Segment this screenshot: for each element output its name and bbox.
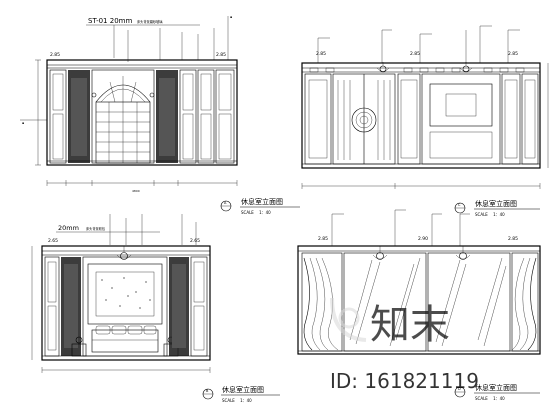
drawing-scale-b: SCALE 1：40 xyxy=(222,398,252,403)
dim-right-a: 2.85 xyxy=(216,52,226,58)
watermark: 知末 ID: 161821119 xyxy=(330,297,479,393)
drawing-number-c: C xyxy=(458,203,461,207)
callout-small-b: 床头背景软包 xyxy=(86,226,106,231)
callout-main-b: 20mm xyxy=(58,224,79,232)
chandelier-icon xyxy=(376,62,390,73)
bed xyxy=(91,325,159,353)
elevation-b: 20mm 床头背景软包 2.65 2.65 xyxy=(31,214,280,403)
dim-mid-d: 2.90 xyxy=(418,236,428,242)
dim-left-b: 2.65 xyxy=(48,238,58,244)
drawing-title-d: 休息室立面图 xyxy=(475,383,517,392)
title-block-d: D 休息室立面图 SCALE 1：40 xyxy=(454,383,540,401)
leader-note-a1: ▪ xyxy=(230,15,232,19)
dim-right-c: 2.85 xyxy=(508,51,518,57)
curtain-left xyxy=(303,257,339,351)
drawing-title-b: 休息室立面图 xyxy=(222,385,264,394)
chandelier-icon xyxy=(116,246,132,260)
dim-right-b: 2.65 xyxy=(190,238,200,244)
crown-dentils-c xyxy=(309,67,525,73)
drawing-title-a: 休息室立面图 xyxy=(241,197,283,206)
title-block-a: A 休息室立面图 SCALE 1：40 xyxy=(220,197,300,215)
elevation-a: ST-01 20mm 床头背景磨砂玻璃 ▪ 2.85 2.85 xyxy=(20,15,238,193)
dim-bottom-a: 4800 xyxy=(132,189,140,193)
chandelier-icon xyxy=(372,246,388,260)
drawing-scale-d: SCALE 1：40 xyxy=(475,396,505,401)
drawing-number-d: D xyxy=(458,387,461,391)
dim-left-a: 2.85 xyxy=(50,52,60,58)
title-block-c: C 休息室立面图 SCALE 1：40 xyxy=(454,199,540,217)
drawing-scale-c: SCALE 1：40 xyxy=(475,212,505,217)
dim-right-d: 2.85 xyxy=(508,236,518,242)
chandelier-icon xyxy=(455,246,471,260)
drawing-number-b: B xyxy=(206,389,209,393)
elevation-d: 2.85 2.90 2.85 xyxy=(297,209,541,401)
watermark-logo-icon xyxy=(330,297,367,342)
drawing-title-c: 休息室立面图 xyxy=(475,199,517,208)
glass-reflection xyxy=(349,257,507,347)
stipple xyxy=(101,277,151,309)
dim-mid-c: 2.85 xyxy=(410,51,420,57)
callout-small-a: 床头背景磨砂玻璃 xyxy=(137,19,163,24)
drawing-scale-a: SCALE 1：40 xyxy=(241,210,271,215)
chandelier-icon xyxy=(459,62,473,73)
drawing-number-a: A xyxy=(224,201,227,205)
watermark-logo-text: 知末 xyxy=(370,302,450,348)
door-medallion xyxy=(351,107,377,133)
side-note-a: ▪ xyxy=(22,121,24,125)
dim-left-d: 2.85 xyxy=(318,236,328,242)
curtain-right xyxy=(511,257,537,351)
title-block-b: B 休息室立面图 SCALE 1：40 xyxy=(202,385,280,403)
dim-left-c: 2.85 xyxy=(316,51,326,57)
watermark-id: ID: 161821119 xyxy=(330,369,479,393)
callout-main-a: ST-01 20mm xyxy=(88,17,132,25)
elevation-c: 2.85 2.85 2.85 xyxy=(301,25,549,217)
